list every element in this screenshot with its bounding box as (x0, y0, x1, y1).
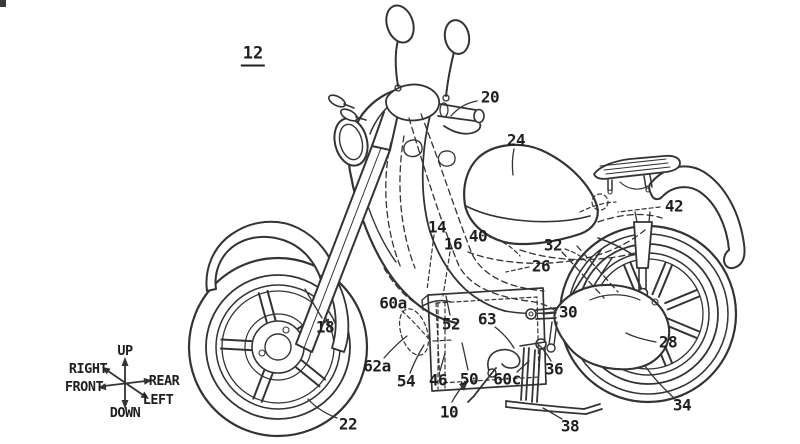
part-label-63: 63 (477, 309, 497, 329)
part-label-54: 54 (396, 371, 416, 391)
part-label-50: 50 (459, 369, 479, 389)
swingarm-pivot (525, 307, 558, 353)
part-label-14: 14 (427, 217, 447, 237)
handlebar (385, 83, 485, 135)
hidden-frame-lines (383, 113, 663, 390)
part-label-62a: 62a (363, 356, 391, 376)
drive-unit-cover (553, 283, 671, 371)
rear-carrier-rack (593, 154, 681, 195)
part-label-60c: 60c (493, 369, 521, 389)
part-label-26: 26 (531, 256, 551, 276)
part-label-22: 22 (338, 414, 358, 434)
front-fork (295, 111, 399, 353)
part-label-52: 52 (441, 314, 461, 334)
part-label-18: 18 (315, 317, 335, 337)
part-label-42: 42 (664, 196, 684, 216)
part-label-46: 46 (428, 370, 448, 390)
scan-speck (0, 0, 6, 7)
compass-arrows (98, 357, 152, 409)
part-label-32: 32 (543, 235, 563, 255)
part-label-10: 10 (439, 402, 459, 422)
compass-label-right: RIGHT (68, 361, 108, 377)
part-label-34: 34 (672, 395, 692, 415)
compass-label-left: LEFT (142, 392, 174, 408)
part-label-36: 36 (544, 359, 564, 379)
compass-label-up: UP (117, 343, 133, 359)
part-label-60a: 60a (379, 293, 407, 313)
compass-label-down: DOWN (109, 405, 141, 421)
part-label-16: 16 (443, 234, 463, 254)
part-label-24: 24 (506, 130, 526, 150)
part-label-40: 40 (468, 226, 488, 246)
part-label-20: 20 (480, 87, 500, 107)
compass-label-front: FRONT (64, 379, 104, 395)
brake-lever (443, 123, 482, 135)
leader-lines (304, 100, 674, 420)
rear-fender (648, 165, 746, 270)
part-label-30: 30 (558, 302, 578, 322)
mirrors (385, 4, 471, 102)
rear-shock (633, 211, 653, 299)
part-label-38: 38 (560, 416, 580, 436)
pedal-bracket (467, 348, 521, 403)
seat (463, 143, 599, 246)
compass-label-rear: REAR (148, 373, 180, 389)
turn-signals (327, 94, 367, 122)
figure-number: 12 (240, 44, 266, 67)
part-label-28: 28 (658, 332, 678, 352)
